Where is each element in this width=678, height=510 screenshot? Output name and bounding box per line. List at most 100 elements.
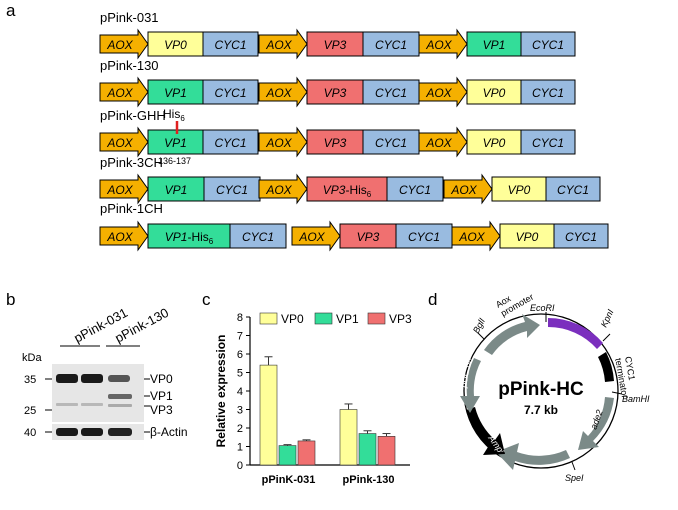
amp-arrow: [466, 407, 505, 455]
puc-ori-arrow: [460, 358, 481, 413]
aox-promoter-arrow: [99, 28, 149, 60]
cyc1-block: [202, 31, 259, 57]
aox-label: AOX: [106, 230, 133, 244]
y-tick-label: 3: [237, 405, 243, 417]
aox-label: AOX: [425, 38, 452, 52]
vp3-block-label: VP3-His6: [323, 183, 372, 199]
site-label-spei: SpeI: [565, 473, 584, 483]
bgli-site-tick: [477, 332, 485, 340]
cyc1-block: [362, 31, 420, 57]
his-tag-annotation: His6 136-137: [158, 107, 191, 166]
legend-label-vp3: VP3: [389, 312, 412, 326]
aox-label: AOX: [425, 86, 452, 100]
aox-promoter-arrow: [418, 76, 468, 108]
vp0-block: [491, 176, 547, 202]
band-label-actin: β-Actin: [150, 425, 188, 439]
aox-label: AOX: [106, 136, 133, 150]
construct-name: pPink-1CH: [100, 201, 163, 216]
category-label: pPinK-031: [262, 474, 316, 486]
kpni-site-tick: [602, 333, 611, 342]
legend-label-vp1: VP1: [336, 312, 359, 326]
gene-insert: [548, 318, 603, 349]
aox-label: AOX: [106, 86, 133, 100]
cyc1-block-label: CYC1: [214, 136, 246, 150]
plasmid-size: 7.7 kb: [524, 403, 558, 417]
vp1-block-label: VP1: [164, 86, 187, 100]
plasmid-name: pPink-HC: [498, 379, 584, 400]
vp1-block-label: VP1-His6: [165, 230, 214, 246]
western-blot: pPink-031 pPink-130 kDa 35 25 40 VP0 VP1…: [22, 305, 188, 440]
aox-promoter-arrow: [443, 173, 493, 205]
aox-label: AOX: [265, 86, 292, 100]
lower-arrow: [496, 443, 570, 470]
band-actin-lane3: [108, 428, 132, 436]
y-tick-label: 5: [237, 368, 243, 380]
vp0-block: [147, 31, 204, 57]
vp0-block-label: VP0: [483, 136, 506, 150]
band-vp0-lane3: [108, 375, 130, 382]
y-tick-label: 4: [237, 386, 243, 398]
cyc1-block-label: CYC1: [532, 136, 564, 150]
aox-promoter-arrow: [99, 126, 149, 158]
vp0-block: [499, 223, 555, 249]
bar-vp0-0: [259, 364, 278, 466]
cyc1-terminator-block: [598, 352, 614, 382]
aox-promoter-arrow: [99, 173, 149, 205]
cyc1-block: [520, 129, 576, 155]
aox-label: AOX: [425, 136, 452, 150]
cyc1-block-label: CYC1: [532, 38, 564, 52]
band-vp3-lane1: [56, 403, 78, 406]
bar-vp0-1: [339, 409, 358, 466]
category-label: pPink-130: [343, 474, 395, 486]
vp1-block-label: VP1: [165, 183, 188, 197]
cyc1-block-label: CYC1: [242, 230, 274, 244]
y-tick-label: 2: [237, 423, 243, 435]
vp1-block-label: VP1: [483, 38, 506, 52]
band-vp3-lane3: [108, 404, 132, 407]
aox-promoter-arrow: [484, 314, 540, 355]
vp3-block-label: VP3: [324, 38, 347, 52]
feature-label-cyc1-terminator: CYC1terminator: [613, 356, 640, 399]
cyc1-block: [520, 79, 576, 105]
vp0-block-label: VP0: [483, 86, 506, 100]
cyc1-block: [362, 79, 420, 105]
panel-label-c: c: [202, 290, 211, 309]
vp0-block-label: VP0: [164, 38, 187, 52]
bar-vp3-1: [377, 436, 396, 466]
aox-promoter-arrow: [258, 76, 308, 108]
cyc1-block-label: CYC1: [557, 183, 589, 197]
site-label-bamhi: BamHI: [622, 394, 650, 404]
cyc1-block-label: CYC1: [532, 86, 564, 100]
cyc1-block-label: CYC1: [565, 230, 597, 244]
y-tick-label: 1: [237, 442, 243, 454]
cyc1-block: [203, 176, 261, 202]
vp3-block: [306, 31, 364, 57]
panel-label-d: d: [428, 290, 437, 309]
bar-vp1-0: [278, 445, 297, 466]
cyc1-block: [395, 223, 453, 249]
cyc1-block: [545, 176, 601, 202]
his-tag-position: 136-137: [158, 156, 191, 166]
y-tick-label: 6: [237, 349, 243, 361]
ade2-arrow: [578, 397, 614, 450]
cyc1-block: [229, 223, 287, 249]
cyc1-block: [362, 129, 420, 155]
vp1-block-label: VP1: [164, 136, 187, 150]
aox-promoter-arrow: [258, 173, 308, 205]
y-axis-label: Relative expression: [214, 335, 228, 448]
construct-name: pPink-GHH: [100, 108, 166, 123]
feature-label-aox-promoter: Aoxpromoter: [494, 283, 535, 318]
his-tag-label: His6: [163, 107, 185, 123]
cyc1-block-label: CYC1: [408, 230, 440, 244]
site-label-ecori: EcoRI: [530, 303, 555, 313]
vp3-block: [306, 79, 364, 105]
aox-label: AOX: [458, 230, 485, 244]
blot-membrane: [52, 364, 144, 422]
cyc1-block: [520, 31, 576, 57]
cyc1-block: [386, 176, 444, 202]
aox-label: AOX: [298, 230, 325, 244]
aox-promoter-arrow: [258, 28, 308, 60]
aox-label: AOX: [106, 38, 133, 52]
spei-site-tick: [571, 461, 576, 471]
